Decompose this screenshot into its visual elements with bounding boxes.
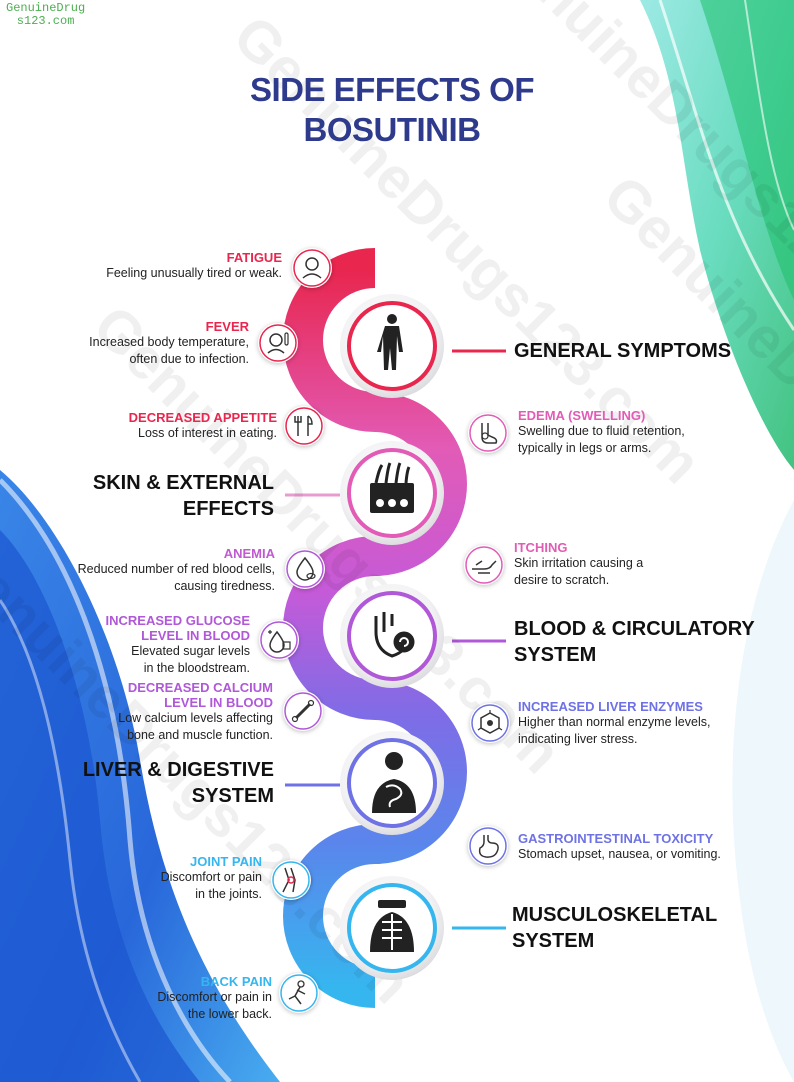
human-body-icon xyxy=(377,314,403,370)
enzyme-molecule-icon xyxy=(470,703,510,743)
effect-glucose: INCREASED GLUCOSE LEVEL IN BLOOD Elevate… xyxy=(20,613,250,677)
effect-liver-enzymes-desc-1: Higher than normal enzyme levels, xyxy=(518,715,711,729)
effect-glucose-desc-1: Elevated sugar levels xyxy=(131,644,250,658)
category-musculo-line-2: SYSTEM xyxy=(512,930,595,952)
category-musculo-line-1: MUSCULOSKELETAL xyxy=(512,904,718,926)
effect-calcium-title-1: DECREASED CALCIUM xyxy=(127,680,273,695)
category-general-line-1: GENERAL SYMPTOMS xyxy=(514,340,732,362)
effect-itching-desc-1: Skin irritation causing a xyxy=(514,556,644,570)
effect-back: BACK PAIN Discomfort or pain in the lowe… xyxy=(42,974,272,1023)
effect-glucose-title-1: INCREASED GLUCOSE xyxy=(105,613,250,628)
effect-fever-title: FEVER xyxy=(205,319,249,334)
effect-anemia-desc-2: causing tiredness. xyxy=(174,579,275,593)
effect-appetite-title: DECREASED APPETITE xyxy=(128,410,277,425)
category-blood-circle xyxy=(340,584,444,688)
effect-back-desc-1: Discomfort or pain in xyxy=(157,990,272,1004)
effect-gi-desc: Stomach upset, nausea, or vomiting. xyxy=(518,847,721,861)
effect-fever-desc-2: often due to infection. xyxy=(129,352,249,366)
category-musculo-label: MUSCULOSKELETAL SYSTEM xyxy=(512,902,717,954)
category-skin-circle xyxy=(340,441,444,545)
swollen-foot-icon xyxy=(468,413,508,453)
title-line-2: BOSUTINIB xyxy=(303,111,482,148)
effect-joint-title: JOINT PAIN xyxy=(190,854,262,869)
blood-cells-icon xyxy=(285,549,325,589)
effect-itching: ITCHING Skin irritation causing a desire… xyxy=(514,540,764,589)
category-liver-circle xyxy=(340,731,444,835)
page-title: SIDE EFFECTS OF BOSUTINIB xyxy=(190,70,594,150)
category-skin-line-1: SKIN & EXTERNAL xyxy=(92,472,274,494)
effect-calcium: DECREASED CALCIUM LEVEL IN BLOOD Low cal… xyxy=(43,680,273,744)
effect-fever: FEVER Increased body temperature, often … xyxy=(19,319,249,368)
effect-gi: GASTROINTESTINAL TOXICITY Stomach upset,… xyxy=(518,831,778,863)
effect-gi-title: GASTROINTESTINAL TOXICITY xyxy=(518,831,714,846)
effect-glucose-title-2: LEVEL IN BLOOD xyxy=(141,628,250,643)
digestive-system-icon xyxy=(372,752,416,813)
effect-edema-desc-2: typically in legs or arms. xyxy=(518,441,652,455)
back-pain-icon xyxy=(279,973,319,1013)
spine-path xyxy=(283,248,467,1008)
effect-joint: JOINT PAIN Discomfort or pain in the joi… xyxy=(32,854,262,903)
skeleton-icon xyxy=(370,900,414,952)
knee-joint-icon xyxy=(271,860,311,900)
effect-anemia: ANEMIA Reduced number of red blood cells… xyxy=(45,546,275,595)
bone-icon xyxy=(283,691,323,731)
effect-liver-enzymes-title: INCREASED LIVER ENZYMES xyxy=(518,699,703,714)
blood-sugar-icon xyxy=(259,620,299,660)
category-blood-line-2: SYSTEM xyxy=(514,644,597,666)
effect-glucose-desc-2: in the bloodstream. xyxy=(143,661,250,675)
effect-fever-desc-1: Increased body temperature, xyxy=(89,335,249,349)
effect-joint-desc-1: Discomfort or pain xyxy=(160,870,262,884)
watermark-logo: GenuineDrug s123.com xyxy=(6,2,85,28)
effect-itching-desc-2: desire to scratch. xyxy=(514,573,610,587)
effect-appetite: DECREASED APPETITE Loss of interest in e… xyxy=(47,410,277,442)
watermark-line-2: s123.com xyxy=(16,14,75,28)
effect-liver-enzymes: INCREASED LIVER ENZYMES Higher than norm… xyxy=(518,699,768,748)
category-skin-line-2: EFFECTS xyxy=(182,498,274,520)
category-skin-label: SKIN & EXTERNAL EFFECTS xyxy=(60,470,274,522)
effect-edema: EDEMA (SWELLING) Swelling due to fluid r… xyxy=(518,408,768,457)
effect-liver-enzymes-desc-2: indicating liver stress. xyxy=(518,732,638,746)
category-general-label: GENERAL SYMPTOMS xyxy=(514,338,731,364)
category-liver-line-1: LIVER & DIGESTIVE xyxy=(82,759,274,781)
scratching-hand-icon xyxy=(464,545,504,585)
cutlery-icon xyxy=(284,406,324,446)
category-blood-line-1: BLOOD & CIRCULATORY xyxy=(514,618,755,640)
heart-circulation-icon xyxy=(374,612,415,658)
title-line-1: SIDE EFFECTS OF xyxy=(249,71,535,108)
skin-layer-icon xyxy=(370,462,414,513)
effect-fatigue-desc: Feeling unusually tired or weak. xyxy=(106,266,282,280)
stomach-icon xyxy=(468,826,508,866)
category-general-circle xyxy=(340,294,444,398)
effect-anemia-desc-1: Reduced number of red blood cells, xyxy=(77,562,275,576)
category-liver-label: LIVER & DIGESTIVE SYSTEM xyxy=(60,757,274,809)
effect-edema-desc-1: Swelling due to fluid retention, xyxy=(518,424,685,438)
category-musculo-circle xyxy=(340,876,444,980)
effect-edema-title: EDEMA (SWELLING) xyxy=(518,408,646,423)
effect-fatigue: FATIGUE Feeling unusually tired or weak. xyxy=(52,250,282,282)
effect-back-desc-2: the lower back. xyxy=(187,1007,272,1021)
effect-calcium-desc-1: Low calcium levels affecting xyxy=(118,711,273,725)
effect-back-title: BACK PAIN xyxy=(200,974,272,989)
fever-icon xyxy=(258,323,298,363)
effect-anemia-title: ANEMIA xyxy=(223,546,275,561)
tired-person-icon xyxy=(292,248,332,288)
effect-joint-desc-2: in the joints. xyxy=(195,887,262,901)
effect-calcium-desc-2: bone and muscle function. xyxy=(127,728,273,742)
effect-appetite-desc: Loss of interest in eating. xyxy=(138,426,277,440)
effect-itching-title: ITCHING xyxy=(514,540,568,555)
effect-fatigue-title: FATIGUE xyxy=(226,250,282,265)
category-liver-line-2: SYSTEM xyxy=(191,785,274,807)
effect-calcium-title-2: LEVEL IN BLOOD xyxy=(164,695,273,710)
category-blood-label: BLOOD & CIRCULATORY SYSTEM xyxy=(514,616,755,668)
watermark-line-1: GenuineDrug xyxy=(6,1,86,15)
